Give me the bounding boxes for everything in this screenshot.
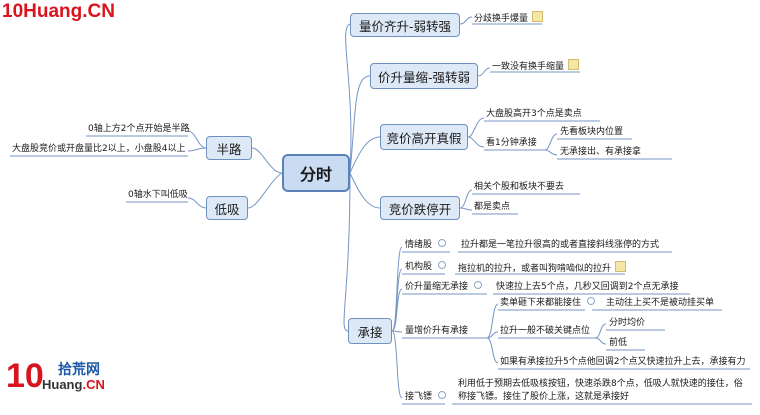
leaf-halfway-start: 0轴上方2个点开始是半路 <box>88 124 190 134</box>
leaf-support-action: 无承接出、有承接拿 <box>560 147 642 157</box>
leaf-absorb-sell: 卖单砸下来都能接住 <box>500 297 596 309</box>
leaf-all-sell: 都是卖点 <box>474 202 511 212</box>
note-icon <box>568 59 580 70</box>
expand-icon[interactable] <box>438 261 447 269</box>
leaf-volume-ratio: 大盘股竞价或开盘量比2以上，小盘股4以上 <box>12 144 186 154</box>
leaf-institution-stock: 机构股 <box>405 261 447 273</box>
branch-low-buy[interactable]: 低吸 <box>206 196 248 220</box>
branch-support[interactable]: 承接 <box>348 318 392 344</box>
site-logo: 10 拾荒网 Huang.CN <box>6 357 126 401</box>
leaf-no-support-desc: 快速拉上去5个点，几秒又回调到2个点无承接 <box>496 282 679 292</box>
leaf-emotion-stock: 情绪股 <box>405 239 447 251</box>
branch-auction-high-open[interactable]: 竞价高开真假 <box>380 124 468 150</box>
leaf-no-support: 价升量缩无承接 <box>405 281 483 293</box>
leaf-avoid-related: 相关个股和板块不要去 <box>474 182 565 192</box>
branch-price-up-volume-down[interactable]: 价升量缩-强转弱 <box>370 63 478 89</box>
expand-icon[interactable] <box>587 297 596 305</box>
leaf-intraday-avg: 分时均价 <box>609 318 646 328</box>
root-node[interactable]: 分时 <box>282 154 350 192</box>
leaf-active-buy: 主动往上买不是被动挂买单 <box>606 298 715 308</box>
leaf-catch-dart-desc: 利用低于预期去低吸核按钮，快速杀跌8个点，低吸人就快速的接住，俗称接飞镖。接住了… <box>458 379 743 402</box>
branch-auction-limit-down[interactable]: 竞价跌停开 <box>380 196 460 220</box>
leaf-below-zero: 0轴水下叫低吸 <box>128 190 188 200</box>
leaf-sector-position: 先看板块内位置 <box>560 127 624 137</box>
note-icon <box>532 11 544 22</box>
leaf-institution-desc: 拖拉机的拉升，或者叫狗啃啮似的拉升 <box>458 261 627 275</box>
expand-icon[interactable] <box>438 239 447 247</box>
site-watermark: 10Huang.CN <box>2 1 115 22</box>
leaf-large-cap-sell: 大盘股高开3个点是卖点 <box>486 109 582 119</box>
branch-volume-price-rise[interactable]: 量价齐升-弱转强 <box>350 13 460 37</box>
leaf-prior-low: 前低 <box>609 338 628 348</box>
leaf-divergence-volume: 分歧换手爆量 <box>474 11 544 25</box>
logo-name: 拾荒网 <box>58 362 100 378</box>
leaf-with-support: 量增价升有承接 <box>405 326 469 336</box>
leaf-strong-support: 如果有承接拉升5个点他回调2个点又快速拉升上去，承接有力 <box>500 357 746 367</box>
leaf-emotion-desc: 拉升都是一笔拉升很高的或者直接斜线涨停的方式 <box>461 240 660 250</box>
logo-numerals: 10 <box>6 357 44 395</box>
expand-icon[interactable] <box>438 391 447 399</box>
logo-url: Huang.CN <box>42 377 105 392</box>
expand-icon[interactable] <box>474 281 483 289</box>
branch-halfway[interactable]: 半路 <box>206 136 252 160</box>
leaf-one-minute-support: 看1分钟承接 <box>486 138 537 148</box>
leaf-key-level: 拉升一般不破关键点位 <box>500 326 591 336</box>
leaf-consensus-shrink: 一致没有换手缩量 <box>492 59 580 73</box>
leaf-catch-dart: 接飞镖 <box>405 391 447 403</box>
note-icon <box>615 261 627 272</box>
